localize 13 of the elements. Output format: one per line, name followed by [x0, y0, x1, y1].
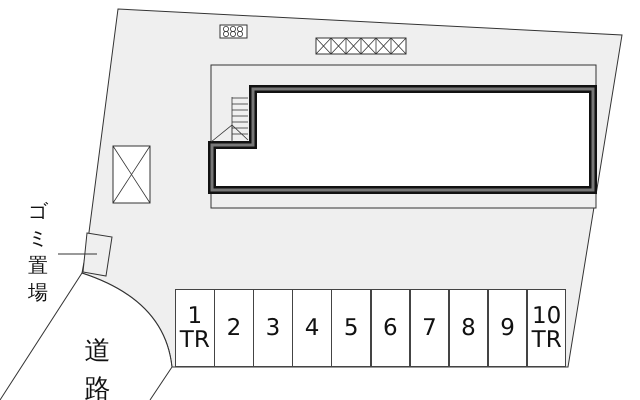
- parking-space: 7: [410, 289, 450, 367]
- parking-space: 8: [448, 289, 488, 367]
- area-label: ゴミ置場: [28, 198, 48, 306]
- parking-space: 5: [331, 289, 371, 367]
- parking-space: 4: [292, 289, 332, 367]
- parking-space: 2: [214, 289, 254, 367]
- parking-space: 10 TR: [526, 289, 566, 367]
- parking-space: 1 TR: [175, 289, 215, 367]
- garbage-area: [82, 232, 113, 277]
- parking-space: 9: [488, 289, 528, 367]
- parking-space: 3: [253, 289, 293, 367]
- parking-space: 6: [370, 289, 410, 367]
- road-label: 道路: [84, 335, 112, 400]
